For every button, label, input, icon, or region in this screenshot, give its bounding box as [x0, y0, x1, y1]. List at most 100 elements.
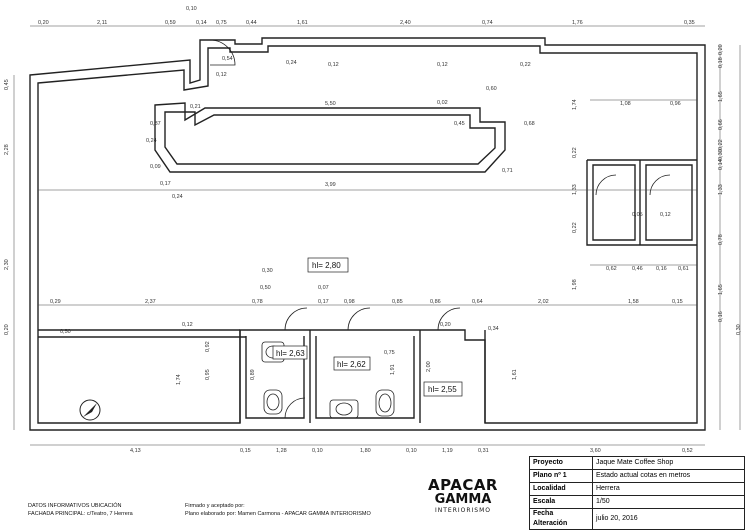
dim-label: 0,61: [678, 266, 689, 272]
dim-label: 0,78: [718, 234, 724, 245]
washbasin-2: [329, 399, 359, 419]
dim-label: 0,98: [344, 299, 355, 305]
dim-label: 0,54: [222, 56, 233, 62]
dim-label: 0,89: [250, 369, 256, 380]
dim-label: 0,74: [482, 20, 493, 26]
dim-label: 0,64: [472, 299, 483, 305]
dim-label: 1,58: [628, 299, 639, 305]
dim-label: 3,99: [325, 182, 336, 188]
dim-label: 0,18: [718, 57, 724, 68]
dim-label: 0,68: [524, 121, 535, 127]
dim-label: 0,22: [572, 222, 578, 233]
dim-label: 0,75: [384, 350, 395, 356]
dimensions-left: 0,45 2,28 2,30 0,20: [4, 79, 10, 335]
location-info-title: DATOS INFORMATIVOS UBICACIÓN: [28, 503, 122, 509]
dim-label: 0,10: [186, 6, 197, 12]
dim-label: 0,20: [440, 322, 451, 328]
dim-label: 4,13: [130, 448, 141, 454]
dim-label: 0,52: [682, 448, 693, 454]
room-height-wc2: hl= 2,62: [337, 360, 366, 369]
dim-label: 0,30: [736, 324, 742, 335]
dim-label: 0,87: [150, 121, 161, 127]
dim-label: 0,22: [718, 139, 724, 150]
logo-line1: APACAR: [427, 476, 498, 494]
dim-label: 0,46: [632, 266, 643, 272]
title-key: Escala: [529, 495, 593, 509]
apacar-gamma-logo: APACAR GAMMA INTERIORISMO: [424, 478, 502, 515]
dimension-lines: [13, 25, 741, 446]
dim-label: 0,12: [328, 62, 339, 68]
dim-label: 0,24: [146, 138, 157, 144]
dim-label: 0,12: [216, 72, 227, 78]
logo-line3: INTERIORISMO: [434, 507, 492, 514]
dim-label: 1,33: [718, 184, 724, 195]
dim-label: 0,15: [672, 299, 683, 305]
dim-label: 1,65: [718, 91, 724, 102]
dim-label: 1,19: [442, 448, 453, 454]
dim-label: 1,61: [297, 20, 308, 26]
dim-label: 0,24: [172, 194, 183, 200]
title-value: Herrera: [592, 482, 745, 496]
dim-label: 2,11: [97, 20, 107, 26]
dim-label: 1,61: [512, 369, 518, 380]
dim-label: 0,71: [502, 168, 513, 174]
dimensions-interior: 5,50 3,99 0,60 1,08 0,96 0,87 0,21 0,24 …: [146, 56, 681, 200]
dim-label: 0,75: [216, 20, 227, 26]
title-key: Fecha Alteración: [529, 508, 593, 530]
prepared-by: Plano elaborado por: Mamen Carmona - APA…: [185, 511, 371, 517]
toilet-1: [263, 389, 283, 415]
title-value: 1/50: [592, 495, 745, 509]
title-key: Plano nº 1: [529, 469, 593, 483]
dimensions-right: 0,20 0,18 1,65 0,66 0,22 0,30 0,14 1,33 …: [718, 44, 742, 335]
dim-label: 0,96: [670, 101, 681, 107]
dim-label: 0,20: [4, 324, 10, 335]
dim-label: 0,92: [205, 341, 211, 352]
dim-label: 0,21: [190, 104, 201, 110]
dim-label: 0,29: [50, 299, 61, 305]
walls: [29, 37, 706, 431]
dim-label: 0,45: [4, 79, 10, 90]
dimensions-lower: 0,89 0,95 0,92 1,74 0,75 1,91 2,00 1,61 …: [176, 322, 518, 385]
room-heights: hl= 2,80 hl= 2,63 hl= 2,62 hl= 2,55: [272, 257, 463, 397]
room-height-wc1: hl= 2,63: [276, 349, 305, 358]
dim-label: 1,08: [620, 101, 631, 107]
dimensions-top: 0,20 2,11 0,59 0,10 0,14 0,75 0,44 1,61 …: [38, 6, 695, 26]
dim-label: 0,15: [240, 448, 251, 454]
dim-label: 0,12: [660, 212, 671, 218]
dim-label: 0,44: [246, 20, 257, 26]
dim-label: 0,16: [718, 311, 724, 322]
dim-label: 0,20: [38, 20, 49, 26]
dim-label: 1,74: [572, 99, 578, 110]
dim-label: 0,34: [488, 326, 499, 332]
dim-label: 0,35: [684, 20, 695, 26]
dimensions-middle: 0,29 2,37 0,78 0,17 0,98 0,85 0,86 0,64 …: [50, 99, 689, 335]
dim-label: 1,74: [176, 374, 182, 385]
title-value: julio 20, 2016: [592, 508, 745, 530]
dim-label: 0,12: [437, 62, 448, 68]
dim-label: 0,30: [262, 268, 273, 274]
dim-label: 5,50: [325, 101, 336, 107]
dim-label: 0,86: [430, 299, 441, 305]
title-value: Jaque Mate Coffee Shop: [592, 456, 745, 470]
dim-label: 0,10: [406, 448, 417, 454]
dim-label: 2,28: [4, 144, 10, 155]
room-height-storage: hl= 2,55: [428, 385, 457, 394]
dim-label: 0,50: [260, 285, 271, 291]
dim-label: 0,20: [718, 44, 724, 55]
north-arrow-icon: [79, 399, 101, 421]
room-height-main: hl= 2,80: [312, 261, 341, 270]
dim-label: 0,66: [718, 119, 724, 130]
dim-label: 2,30: [4, 259, 10, 270]
dim-label: 0,60: [486, 86, 497, 92]
dim-label: 3,60: [590, 448, 601, 454]
dim-label: 0,07: [318, 285, 329, 291]
dim-label: 1,28: [276, 448, 287, 454]
dim-label: 1,91: [390, 364, 396, 375]
